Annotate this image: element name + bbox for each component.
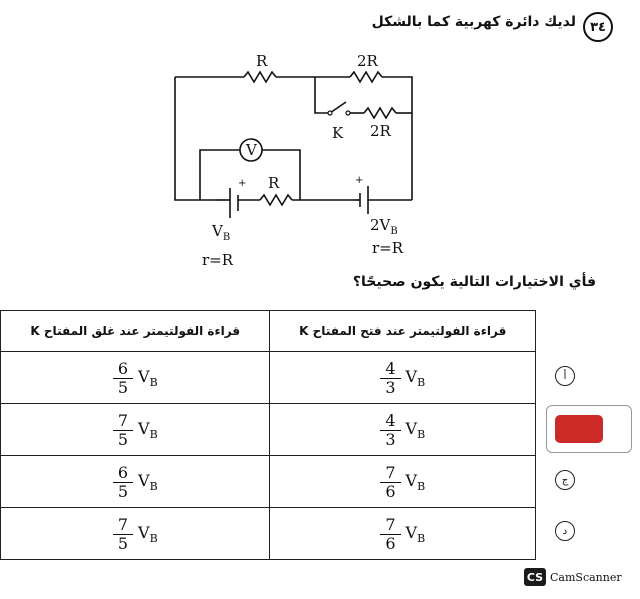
- question-text: لديك دائرة كهربية كما بالشكل: [371, 14, 576, 30]
- option-b-selected-button[interactable]: [546, 405, 632, 453]
- header-closed: قراءة الفولتيمتر عند غلق المفتاح K: [0, 310, 271, 352]
- camscanner-brand: CamScanner: [550, 571, 622, 584]
- question-number: ٣٤: [583, 12, 613, 42]
- resistor-top-2r: [349, 70, 383, 84]
- wire-top-right: [382, 76, 413, 200]
- switch-node: [345, 110, 351, 116]
- label-2r-top: 2R: [357, 52, 379, 70]
- table-header-row: قراءة الفولتيمتر عند غلق المفتاح K قراءة…: [0, 310, 536, 352]
- label-battery-left-r: r=R: [202, 251, 234, 269]
- question-prompt: فأي الاختيارات التالية يكون صحيحًا؟: [352, 274, 596, 290]
- label-battery-right-r: r=R: [372, 239, 404, 257]
- option-d-marker[interactable]: د: [555, 521, 575, 541]
- label-r-top: R: [256, 52, 268, 70]
- switch-k: [329, 101, 347, 114]
- resistor-branch-2r: [363, 106, 397, 120]
- wire-switch-branch: [314, 77, 330, 114]
- answers-table: قراءة الفولتيمتر عند غلق المفتاح K قراءة…: [0, 310, 536, 560]
- resistor-top-r: [243, 70, 277, 84]
- label-switch-k: K: [332, 124, 344, 142]
- option-c-marker[interactable]: ج: [555, 470, 575, 490]
- label-plus-left: +: [238, 178, 246, 189]
- label-r-inner: R: [268, 174, 280, 192]
- label-2r-branch: 2R: [370, 122, 392, 140]
- label-battery-right-v: 2VB: [370, 216, 398, 237]
- wire-voltmeter-right: [262, 149, 301, 200]
- option-a-marker[interactable]: أ: [555, 366, 575, 386]
- switch-node-left: [327, 110, 333, 116]
- wire-left: [174, 77, 215, 201]
- camscanner-logo: CS: [524, 568, 546, 586]
- resistor-inner-r: [259, 193, 293, 207]
- label-voltmeter: V: [245, 141, 258, 159]
- wire-voltmeter-left: [199, 149, 240, 200]
- option-b-red-fill: [555, 415, 603, 443]
- label-plus-right: +: [355, 175, 363, 186]
- label-battery-left-v: VB: [211, 222, 230, 243]
- circuit-diagram: R 2R K 2R V R + + VB r=R 2VB r=R: [174, 52, 413, 269]
- header-open: قراءة الفولتيمتر عند فتح المفتاح K: [269, 310, 536, 352]
- voltmeter-circle: [239, 138, 263, 162]
